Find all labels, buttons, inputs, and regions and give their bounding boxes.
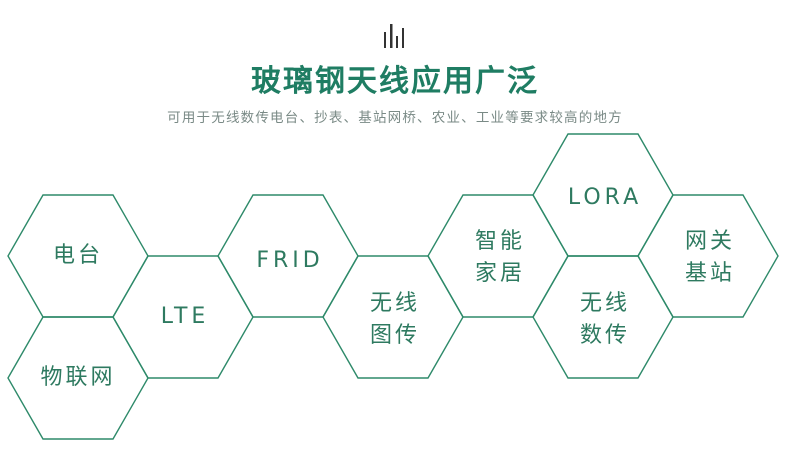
- hex-label-zhineng-jiaju: 智能 家居: [474, 229, 526, 286]
- hex-label-frid: FRID: [256, 248, 324, 274]
- hex-label-wangguan-jizhan: 网关 基站: [684, 229, 736, 286]
- hex-label-wuxian-tuchuan: 无线 图传: [369, 291, 421, 348]
- hex-label-wulianwang: 物联网: [40, 365, 116, 391]
- hex-label-dian-tai: 电台: [52, 243, 104, 269]
- bar-chart-icon: [384, 24, 404, 48]
- hexagon-wangguan-jizhan: [637, 194, 779, 318]
- hex-label-lora: LORA: [567, 185, 643, 211]
- page-subtitle: 可用于无线数传电台、抄表、基站网桥、农业、工业等要求较高的地方: [167, 110, 623, 126]
- hexagon-wulianwang: [7, 316, 149, 440]
- hex-label-lte: LTE: [160, 304, 210, 330]
- page-title: 玻璃钢天线应用广泛: [251, 64, 539, 99]
- hex-label-wuxian-shuchuan: 无线 数传: [579, 291, 631, 348]
